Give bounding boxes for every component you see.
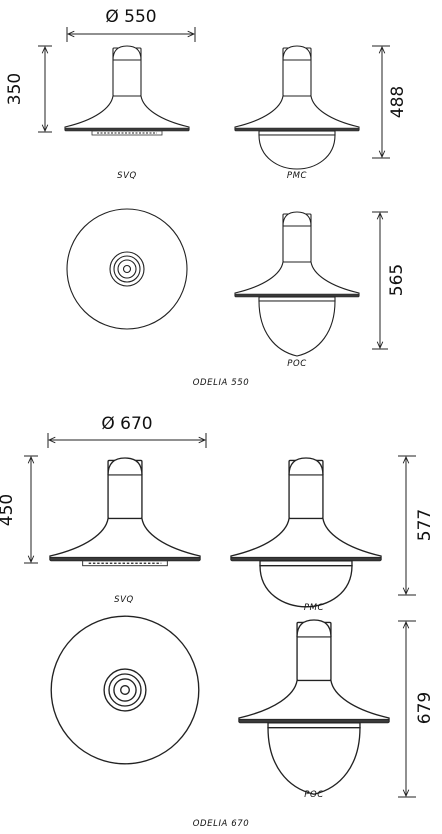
pmc-height-dimension-550: 488 <box>372 45 408 159</box>
odelia-670-section: Ø 670 450 SVQ PMC 577 <box>0 414 435 829</box>
svq-lamp-670 <box>49 457 201 567</box>
poc-label-670: POC <box>304 790 324 800</box>
svq-label-670: SVQ <box>114 595 134 605</box>
poc-height-label-550: 565 <box>387 264 407 296</box>
pmc-height-label-670: 577 <box>415 509 435 541</box>
svq-height-dimension-670: 450 <box>0 455 38 564</box>
poc-height-dimension-670: 679 <box>398 620 435 798</box>
width-label-670: Ø 670 <box>101 414 152 434</box>
pmc-height-label-550: 488 <box>388 86 408 118</box>
pmc-lamp-550 <box>234 45 360 170</box>
odelia-550-section: Ø 550 350 SVQ PMC 488 <box>5 7 408 388</box>
pmc-lamp-670 <box>230 457 382 608</box>
poc-height-dimension-550: 565 <box>372 211 407 350</box>
poc-label-550: POC <box>287 359 307 369</box>
svq-height-label-550: 350 <box>5 73 25 105</box>
poc-lamp-550 <box>234 211 360 357</box>
caption-670: ODELIA 670 <box>193 819 250 829</box>
pmc-label-670: PMC <box>304 603 324 613</box>
svq-height-label-670: 450 <box>0 494 17 526</box>
width-dimension-550: Ø 550 <box>66 7 196 42</box>
poc-height-label-670: 679 <box>415 692 435 724</box>
svq-height-dimension-550: 350 <box>5 45 52 133</box>
plan-view-550 <box>66 208 188 330</box>
pmc-height-dimension-670: 577 <box>398 455 435 596</box>
svq-label-550: SVQ <box>117 171 137 181</box>
caption-550: ODELIA 550 <box>193 378 250 388</box>
width-label-550: Ø 550 <box>105 7 156 27</box>
pmc-label-550: PMC <box>287 171 307 181</box>
plan-view-670 <box>50 615 200 765</box>
svq-lamp-550 <box>64 45 190 136</box>
poc-lamp-670 <box>238 619 390 795</box>
width-dimension-670: Ø 670 <box>47 414 207 448</box>
